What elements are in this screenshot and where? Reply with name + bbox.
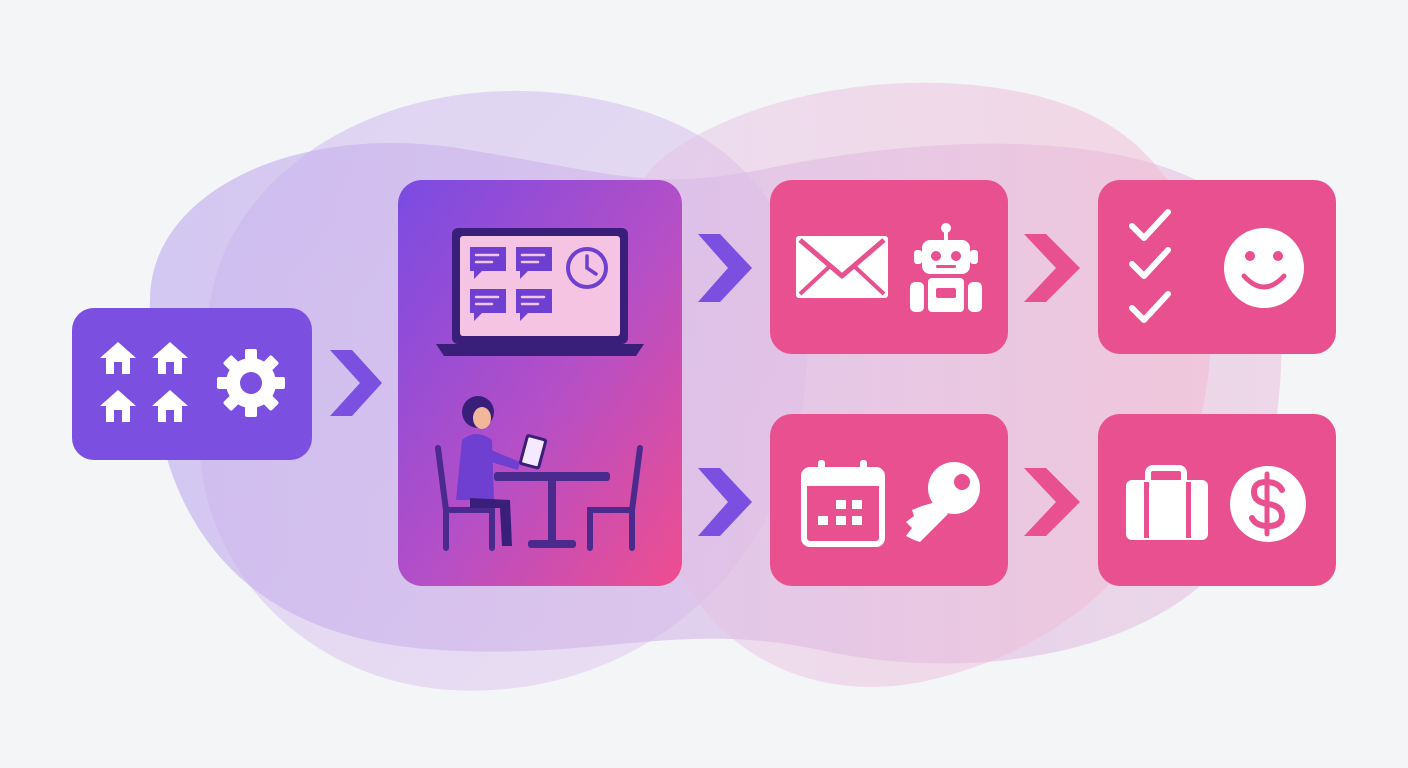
arrow-5 [1024, 468, 1080, 536]
calendar-icon [801, 460, 885, 547]
clock-icon [566, 247, 608, 289]
envelope-icon [796, 236, 888, 298]
node-booking-and-access [770, 414, 1008, 586]
key-icon [906, 462, 980, 542]
gear-icon [217, 349, 285, 417]
node-business-and-revenue [1098, 414, 1336, 586]
background-blobs [149, 82, 1282, 691]
arrow-4 [1024, 234, 1080, 302]
node-checklist-and-satisfaction [1098, 180, 1336, 354]
person-with-tablet-at-table-icon [435, 396, 643, 551]
arrow-3 [698, 468, 752, 536]
node-platform-and-host [398, 180, 682, 586]
smiley-icon [1224, 228, 1304, 308]
houses-icon [100, 342, 188, 422]
checklist-icon [1129, 209, 1171, 323]
arrow-1 [330, 350, 382, 416]
dollar-icon [1230, 466, 1306, 542]
arrow-2 [698, 234, 752, 302]
node-messaging-and-automation [770, 180, 1008, 354]
node-properties-and-settings [72, 308, 312, 460]
laptop-chat-dashboard-icon [436, 228, 644, 356]
briefcase-icon [1126, 465, 1208, 540]
robot-icon [910, 223, 982, 312]
